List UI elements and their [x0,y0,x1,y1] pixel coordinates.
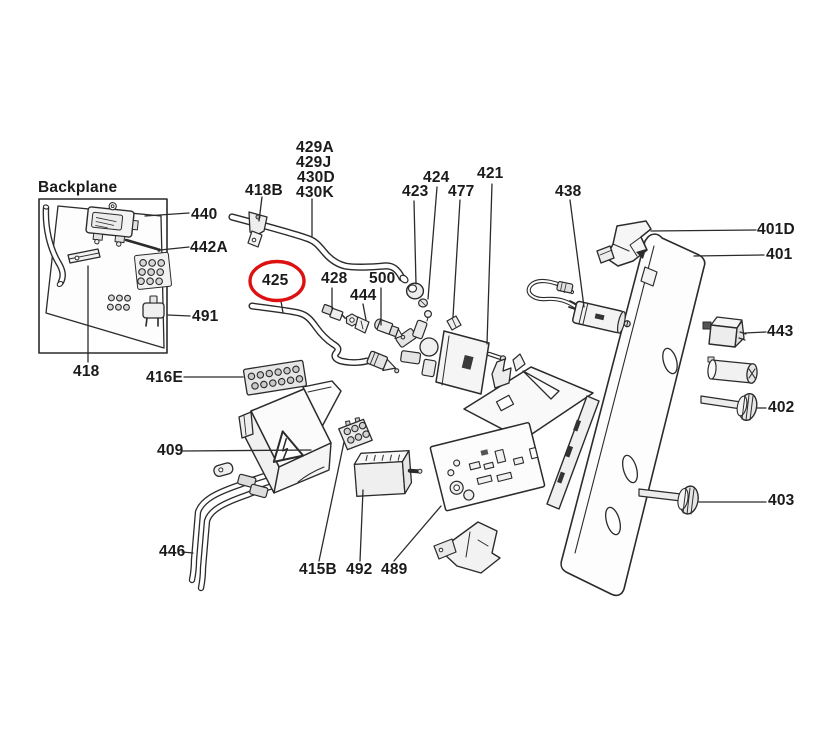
terminal-strip-416e [242,359,308,396]
rod-442a [124,238,161,252]
terminal-block-small [106,294,131,311]
part-label-446: 446 [159,543,186,560]
leader-lines [87,183,767,562]
cables-446 [188,465,301,592]
piezo-block-443 [702,316,747,348]
leader-446 [181,551,194,554]
panel-hole [605,506,621,536]
leader-489 [393,505,442,562]
leader-418b [258,196,263,222]
panel-tab [640,266,658,287]
cylinder-sleeve [707,356,758,384]
part-label-492: 492 [346,561,373,578]
pipe-clamp-418b [247,211,268,248]
part-label-440: 440 [191,206,218,223]
leader-477 [452,199,461,318]
fitting-500 [374,318,406,340]
part-label-416e: 416E [146,369,183,386]
part-label-402: 402 [768,399,795,416]
leader-442a [159,246,190,251]
part-label-430k: 430K [296,184,334,201]
part-label-430d: 430D [297,169,335,186]
part-label-489: 489 [381,561,408,578]
leader-401d [650,229,757,232]
leader-409 [182,449,312,452]
valve-housing [435,330,490,395]
part-label-401d: 401D [757,221,795,238]
leader-425 [280,300,284,314]
cover-409 [213,380,342,494]
knob-shaft-403 [638,485,699,515]
panel-hole [622,454,638,484]
part-label-429a: 429A [296,139,334,156]
part-label-423: 423 [402,183,429,200]
bracket-401d [596,220,652,267]
part-label-438: 438 [555,183,582,200]
panel-hole [662,347,678,375]
leader-415b [318,441,345,562]
knob-shaft-402 [700,392,758,422]
panel-401 [560,233,706,597]
nut-423 [405,282,425,300]
terminal-block-large [134,251,172,290]
component-491 [142,295,165,327]
part-label-500: 500 [369,270,396,287]
part-label-444: 444 [350,287,377,304]
leader-444 [362,303,367,321]
orifice-424 [418,298,429,308]
lower-gas-pipe-425 [248,302,400,374]
part-label-424: 424 [423,169,450,186]
part-label-442a: 442A [190,239,228,256]
pipe-bracket-418 [67,248,101,264]
gas-valve-assembly [395,315,600,510]
backplane-pipe [42,204,66,288]
part-label-477: 477 [448,183,475,200]
leader-424 [427,186,438,300]
leader-401 [693,254,765,257]
clip-444 [354,316,370,334]
part-label-429j: 429J [296,154,332,171]
leader-492 [359,489,364,562]
leader-443 [744,331,767,334]
leader-440 [144,212,190,217]
warning-triangle-icon [272,430,305,463]
leader-423 [413,200,417,285]
part-label-403: 403 [768,492,795,509]
part-label-443: 443 [767,323,794,340]
jet-477 [424,310,433,322]
part-label-418: 418 [73,363,100,380]
highlight-ellipse-425 [248,259,306,303]
leader-421 [486,183,493,345]
terminal-block-415b [338,417,373,451]
electrode-438 [526,278,631,334]
part-label-428: 428 [321,270,348,287]
part-label-415b: 415B [299,561,337,578]
pcb-489 [429,421,546,574]
fitting-428 [321,303,346,321]
pipe-end-fitting [366,350,400,374]
part-label-425-highlighted: 425 [262,272,289,289]
backplane-inset [38,198,172,354]
upper-gas-pipe [228,211,409,284]
part-label-418b: 418B [245,182,283,199]
pcb-bracket [442,521,501,574]
part-label-409: 409 [157,442,184,459]
leader-438 [569,199,585,308]
leader-491 [167,314,191,317]
part-label-401: 401 [766,246,793,263]
device-440 [85,202,139,247]
part-label-491: 491 [192,308,219,325]
transformer-492 [353,449,423,497]
part-label-421: 421 [477,165,504,182]
backplane-region-title: Backplane [38,179,118,196]
